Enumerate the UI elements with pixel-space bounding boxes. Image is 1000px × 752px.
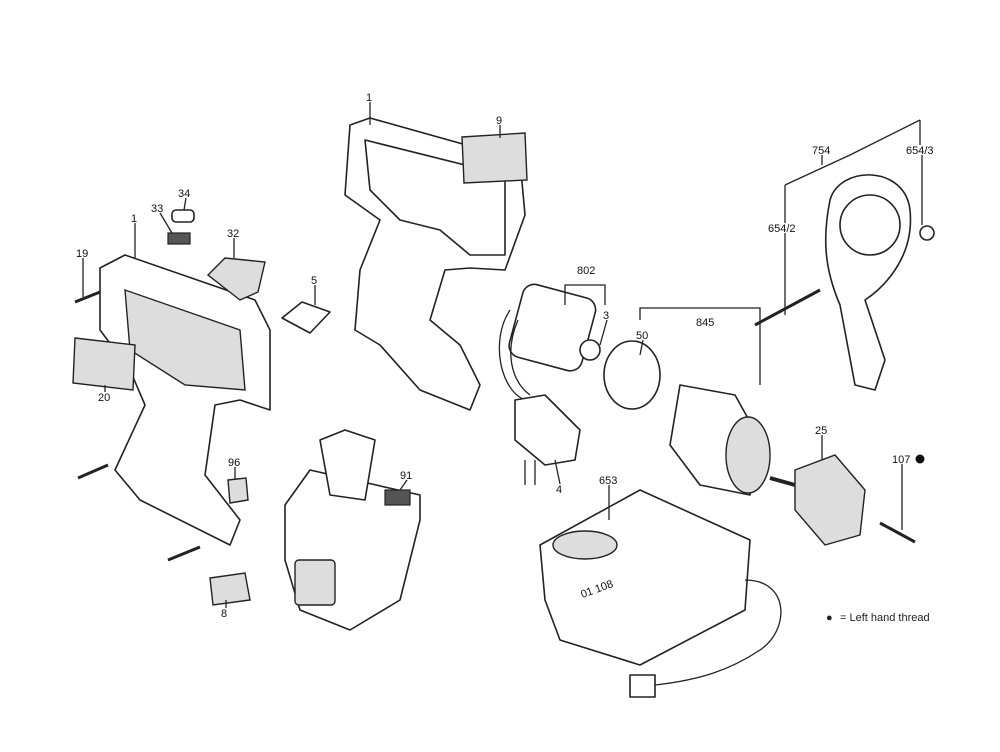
auxiliary-handle [754, 174, 935, 391]
callout-33: 33 [151, 203, 163, 215]
callout-96: 96 [228, 457, 240, 469]
legend: ● = Left hand thread [826, 612, 930, 624]
legend-text: = Left hand thread [840, 612, 930, 624]
callout-19: 19 [76, 248, 88, 260]
housing-left-half [99, 254, 271, 546]
callout-3: 3 [603, 310, 609, 322]
callout-5: 5 [311, 275, 317, 287]
screw-shape [167, 545, 201, 562]
screw-shape [77, 463, 109, 480]
screw-19-shape [74, 290, 101, 304]
part-33-shape [167, 232, 191, 245]
nameplate-9-shape [461, 132, 528, 184]
label-8-shape [209, 572, 251, 606]
callout-653: 653 [599, 475, 617, 487]
callout-654-3: 654/3 [906, 145, 934, 157]
callout-25: 25 [815, 425, 827, 437]
charger: 01 108 [539, 489, 782, 698]
gearbox [669, 384, 771, 496]
callout-107: 107 [892, 454, 910, 466]
left-hand-thread-marker [915, 454, 925, 464]
callout-8: 8 [221, 608, 227, 620]
callout-1-left: 1 [131, 213, 137, 225]
callout-654-2: 654/2 [768, 223, 796, 235]
switch-shape [514, 394, 581, 466]
part-96-shape [227, 477, 249, 504]
callout-50: 50 [636, 330, 648, 342]
leader-lines [82, 102, 923, 608]
legend-symbol: ● [826, 612, 833, 624]
part-34-shape [171, 209, 195, 223]
part-5-shape [281, 301, 331, 334]
screw-107-shape [879, 521, 916, 544]
callout-labels: 1 9 34 33 32 1 19 5 802 3 845 50 754 654… [76, 92, 934, 620]
ring-gear-shape [603, 340, 661, 410]
motor [498, 283, 601, 401]
chuck [769, 454, 866, 546]
part-32-shape [206, 257, 266, 301]
callout-1: 1 [366, 92, 372, 104]
callout-4: 4 [556, 484, 562, 496]
callout-802: 802 [577, 265, 595, 277]
callout-845: 845 [696, 317, 714, 329]
callout-20: 20 [98, 392, 110, 404]
callout-754: 754 [812, 145, 830, 157]
callout-34: 34 [178, 188, 190, 200]
callout-32: 32 [227, 228, 239, 240]
battery-pack [284, 429, 421, 631]
callout-91: 91 [400, 470, 412, 482]
callout-9: 9 [496, 115, 502, 127]
label-20-shape [72, 337, 136, 391]
